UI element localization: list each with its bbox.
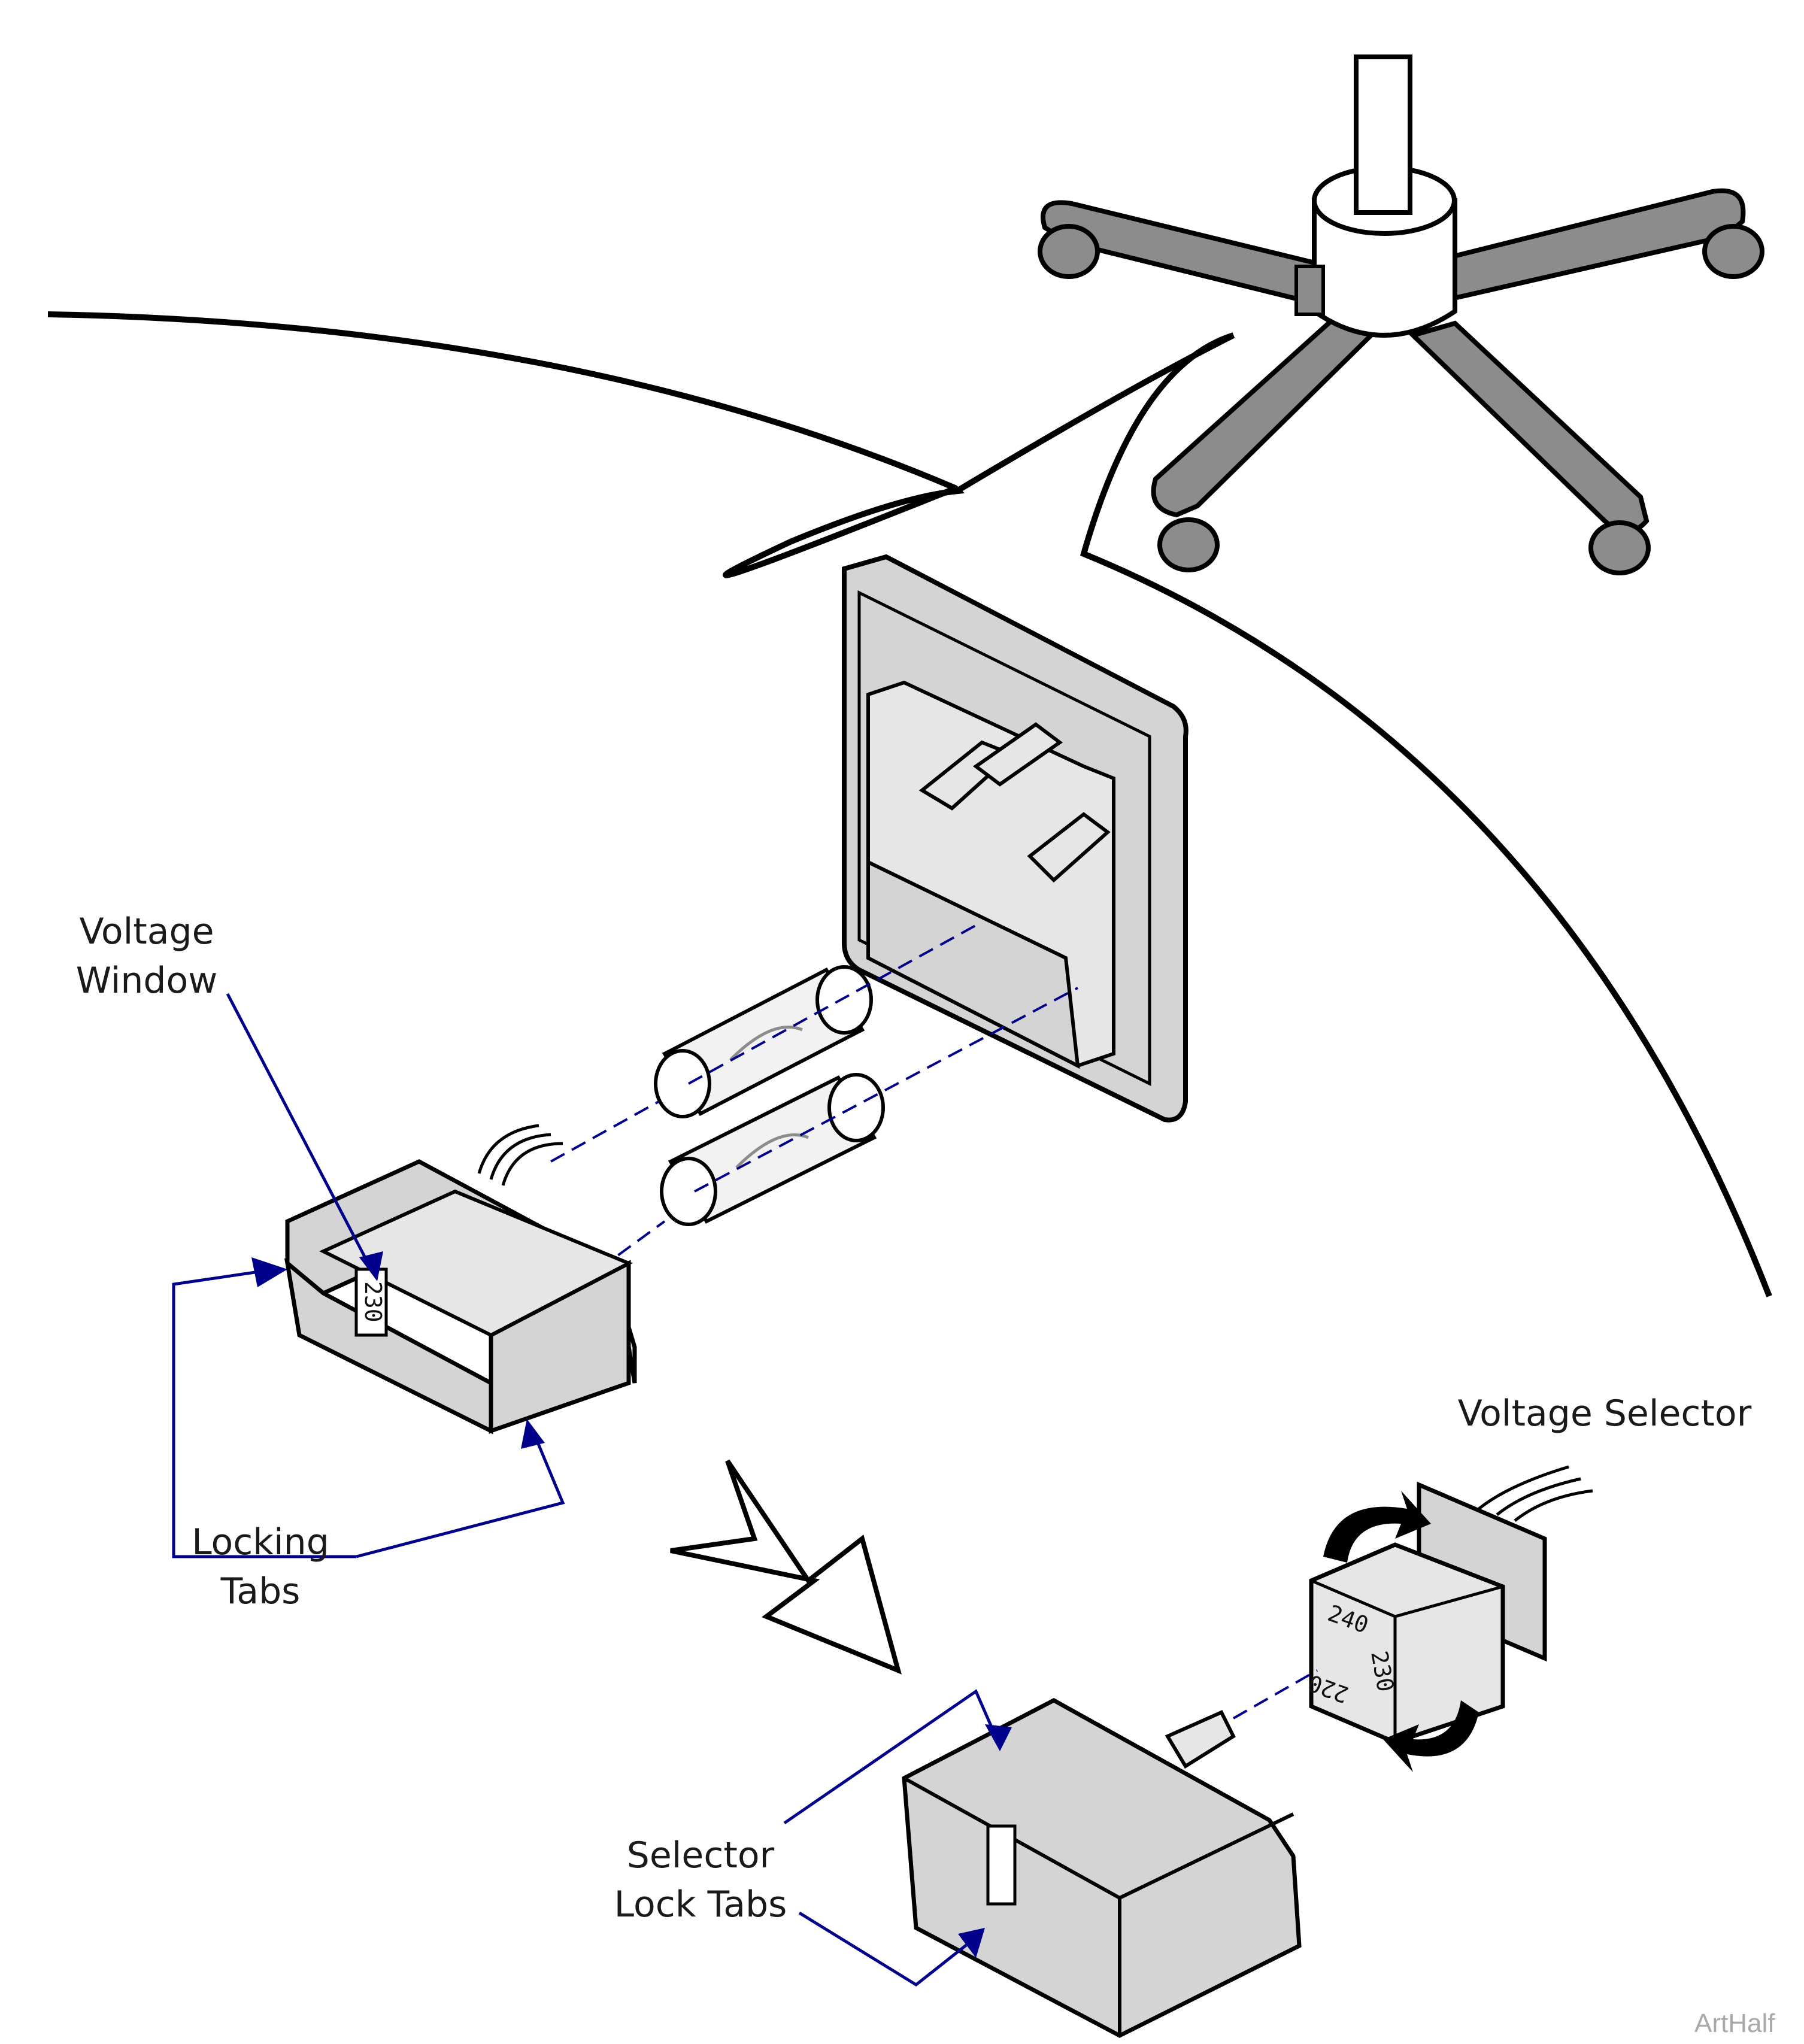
stand-hub: [1312, 198, 1457, 338]
power-entry-flange-inner: [857, 590, 1151, 1087]
wires: [477, 1124, 563, 1186]
arrowhead-selector-lock-top: [985, 1724, 1012, 1751]
selector-cube: [1309, 1542, 1505, 1745]
fuse-drawer-slot: [866, 859, 1080, 1069]
power-entry-module: [842, 554, 1188, 1123]
voltage-window-value: 230: [360, 1281, 386, 1323]
stand-pole-upper: [1354, 54, 1412, 215]
detail-boundary-arc: [956, 332, 1772, 1297]
label-voltage-window-line1: Voltage: [79, 911, 214, 953]
caster-front-left: [1157, 517, 1220, 572]
rotate-arrow-top-icon: [1323, 1491, 1431, 1563]
label-selector-lock-tabs-line1: Selector: [626, 1834, 775, 1876]
arrowhead-locking-tabs-left: [251, 1257, 287, 1287]
voltage-window: [354, 1267, 388, 1337]
process-arrow-icon: [670, 1459, 902, 1675]
label-selector-lock-tabs: Selector Lock Tabs: [599, 1831, 802, 1929]
stand-leg-front-right: [1408, 320, 1650, 534]
label-locking-tabs-line2: Tabs: [220, 1570, 301, 1612]
detail-boundary-line: [47, 311, 965, 578]
label-voltage-selector: Voltage Selector: [1437, 1389, 1772, 1438]
label-voltage-window: Voltage Window: [60, 907, 234, 1005]
stand-leg-right: [1447, 188, 1746, 303]
stand-leg-front-left: [1151, 314, 1375, 518]
fuse-lower: [660, 1073, 885, 1226]
alignment-line-lower: [694, 987, 1078, 1193]
leader-selector-lock-tabs-bottom: [798, 1911, 974, 1987]
caster-left: [1038, 224, 1100, 279]
label-voltage-selector-text: Voltage Selector: [1457, 1393, 1752, 1435]
art-credit: ArtHalf: [1694, 2009, 1775, 2038]
wires-selector: [1478, 1465, 1593, 1522]
fuse-holder: 230: [284, 1124, 637, 1435]
alignment-line-holder-upper: [550, 1100, 659, 1163]
leader-locking-tabs-right: [356, 1430, 565, 1558]
prong-middle: [972, 722, 1063, 787]
leader-arrowheads: [251, 1251, 1012, 1958]
arrowhead-voltage-window: [359, 1251, 383, 1281]
label-selector-lock-tabs-line2: Lock Tabs: [614, 1884, 787, 1925]
alignment-line-selector: [1233, 1669, 1318, 1719]
label-voltage-window-line2: Window: [75, 960, 218, 1002]
label-locking-tabs: Locking Tabs: [174, 1518, 347, 1616]
rotate-arrow-bottom-icon: [1383, 1700, 1479, 1772]
prong-right: [1027, 812, 1111, 883]
leader-locking-tabs-left: [172, 1267, 356, 1558]
leader-lines: [172, 993, 999, 1987]
leader-selector-lock-tabs-top: [783, 1689, 999, 1825]
stand-power-module: [1294, 265, 1325, 316]
alignment-line-upper: [688, 921, 983, 1085]
selector-lock-window: [986, 1824, 1017, 1906]
arrowhead-locking-tabs-right: [521, 1419, 545, 1449]
arrowhead-selector-lock-bottom: [958, 1928, 985, 1958]
leader-voltage-window: [226, 993, 373, 1270]
stand-base: [1038, 54, 1764, 575]
fuse-holder-assembled: [902, 1698, 1302, 2038]
caster-front-right: [1588, 520, 1651, 575]
caster-right: [1702, 224, 1764, 279]
label-locking-tabs-line1: Locking: [192, 1521, 329, 1563]
voltage-selector: 240 230 220: [1305, 1465, 1593, 1772]
